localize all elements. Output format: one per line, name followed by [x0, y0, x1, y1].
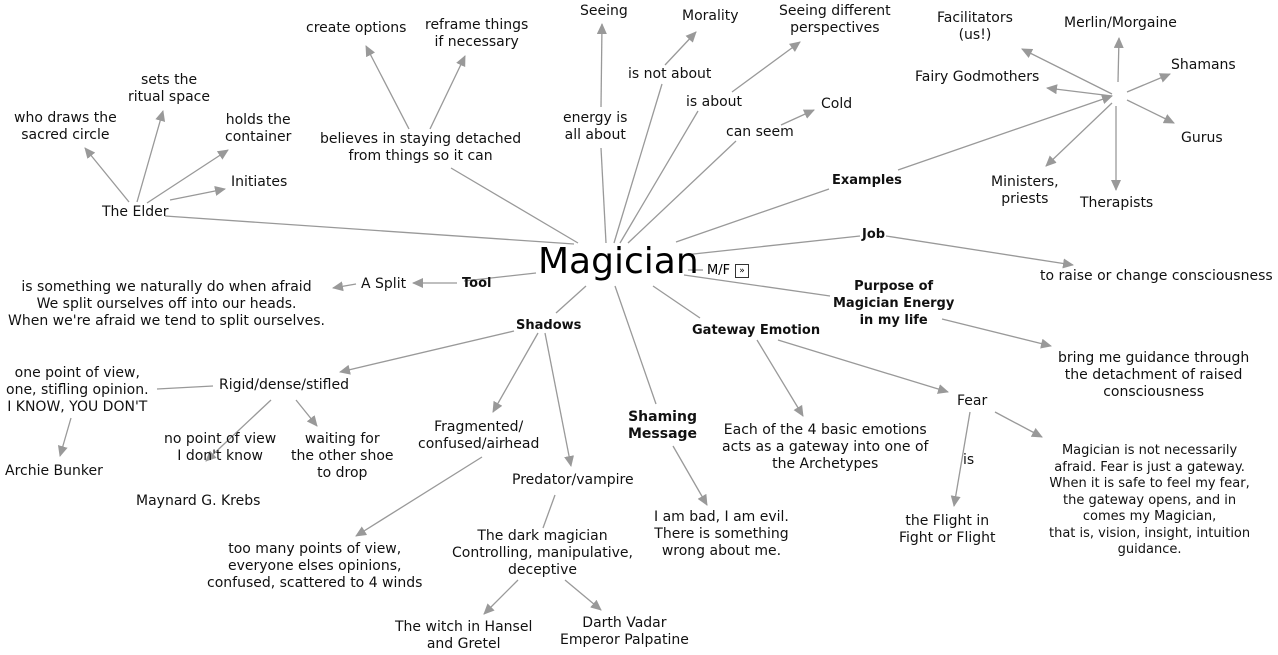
node-fear[interactable]: Fear — [957, 393, 988, 409]
node-guidance[interactable]: bring me guidance through the detachment… — [1058, 350, 1250, 400]
node-split-description[interactable]: is something we naturally do when afraid… — [8, 279, 326, 329]
node-tool[interactable]: Tool — [462, 276, 492, 291]
node-morality[interactable]: Morality — [682, 8, 739, 24]
gender-tag: M/F — [707, 263, 731, 278]
node-merlin[interactable]: Merlin/Morgaine — [1064, 15, 1177, 31]
node-waiting[interactable]: waiting for the other shoe to drop — [291, 431, 394, 481]
node-the-elder[interactable]: The Elder — [102, 204, 169, 220]
node-believes[interactable]: believes in staying detached from things… — [320, 131, 522, 164]
node-can-seem[interactable]: can seem — [726, 124, 794, 140]
node-maynard[interactable]: Maynard G. Krebs — [136, 493, 261, 509]
node-who-draws[interactable]: who draws the sacred circle — [14, 110, 117, 143]
double-chevron-right-icon[interactable]: » — [735, 264, 749, 278]
central-topic-magician[interactable]: Magician — [538, 241, 699, 282]
node-sets-ritual[interactable]: sets the ritual space — [128, 72, 210, 105]
node-one-point[interactable]: one point of view, one, stifling opinion… — [6, 365, 149, 415]
node-i-am-bad[interactable]: I am bad, I am evil. There is something … — [654, 509, 789, 559]
node-is[interactable]: is — [963, 452, 975, 468]
node-is-not-about[interactable]: is not about — [628, 66, 712, 82]
node-shadows[interactable]: Shadows — [516, 318, 582, 333]
node-predator[interactable]: Predator/vampire — [512, 472, 634, 488]
node-seeing-different[interactable]: Seeing different perspectives — [779, 3, 891, 36]
node-fragmented[interactable]: Fragmented/ confused/airhead — [418, 419, 540, 452]
node-energy-about[interactable]: energy is all about — [563, 110, 628, 143]
node-initiates[interactable]: Initiates — [231, 174, 288, 190]
node-ministers[interactable]: Ministers, priests — [991, 174, 1059, 207]
node-too-many[interactable]: too many points of view, everyone elses … — [207, 541, 423, 591]
node-holds-container[interactable]: holds the container — [225, 112, 292, 145]
node-archie-bunker[interactable]: Archie Bunker — [5, 463, 103, 479]
node-fairy[interactable]: Fairy Godmothers — [915, 69, 1040, 85]
node-no-point[interactable]: no point of view I don't know — [164, 431, 277, 464]
node-witch[interactable]: The witch in Hansel and Gretel — [395, 619, 533, 652]
node-reframe[interactable]: reframe things if necessary — [425, 17, 529, 50]
node-dark-magician[interactable]: The dark magician Controlling, manipulat… — [452, 528, 633, 578]
node-job[interactable]: Job — [862, 227, 886, 242]
node-cold[interactable]: Cold — [821, 96, 853, 112]
node-each-of[interactable]: Each of the 4 basic emotions acts as a g… — [722, 422, 929, 472]
node-is-about[interactable]: is about — [686, 94, 743, 110]
node-therapists[interactable]: Therapists — [1080, 195, 1154, 211]
node-create-options[interactable]: create options — [306, 20, 407, 36]
node-purpose[interactable]: Purpose of Magician Energy in my life — [833, 279, 955, 328]
node-facilitators[interactable]: Facilitators (us!) — [937, 10, 1013, 43]
node-raise-consciousness[interactable]: to raise or change consciousness — [1040, 268, 1273, 284]
node-a-split[interactable]: A Split — [361, 276, 407, 292]
node-rigid[interactable]: Rigid/dense/stifled — [219, 377, 349, 393]
node-gateway-emotion[interactable]: Gateway Emotion — [692, 323, 821, 338]
node-shaming-message[interactable]: Shaming Message — [628, 409, 698, 442]
node-shamans[interactable]: Shamans — [1171, 57, 1236, 73]
node-gurus[interactable]: Gurus — [1181, 130, 1223, 146]
node-flight[interactable]: the Flight in Fight or Flight — [899, 513, 996, 546]
node-not-afraid[interactable]: Magician is not necessarily afraid. Fear… — [1049, 443, 1251, 557]
node-seeing[interactable]: Seeing — [580, 3, 628, 19]
node-darth[interactable]: Darth Vadar Emperor Palpatine — [560, 615, 689, 648]
node-examples[interactable]: Examples — [832, 173, 902, 188]
